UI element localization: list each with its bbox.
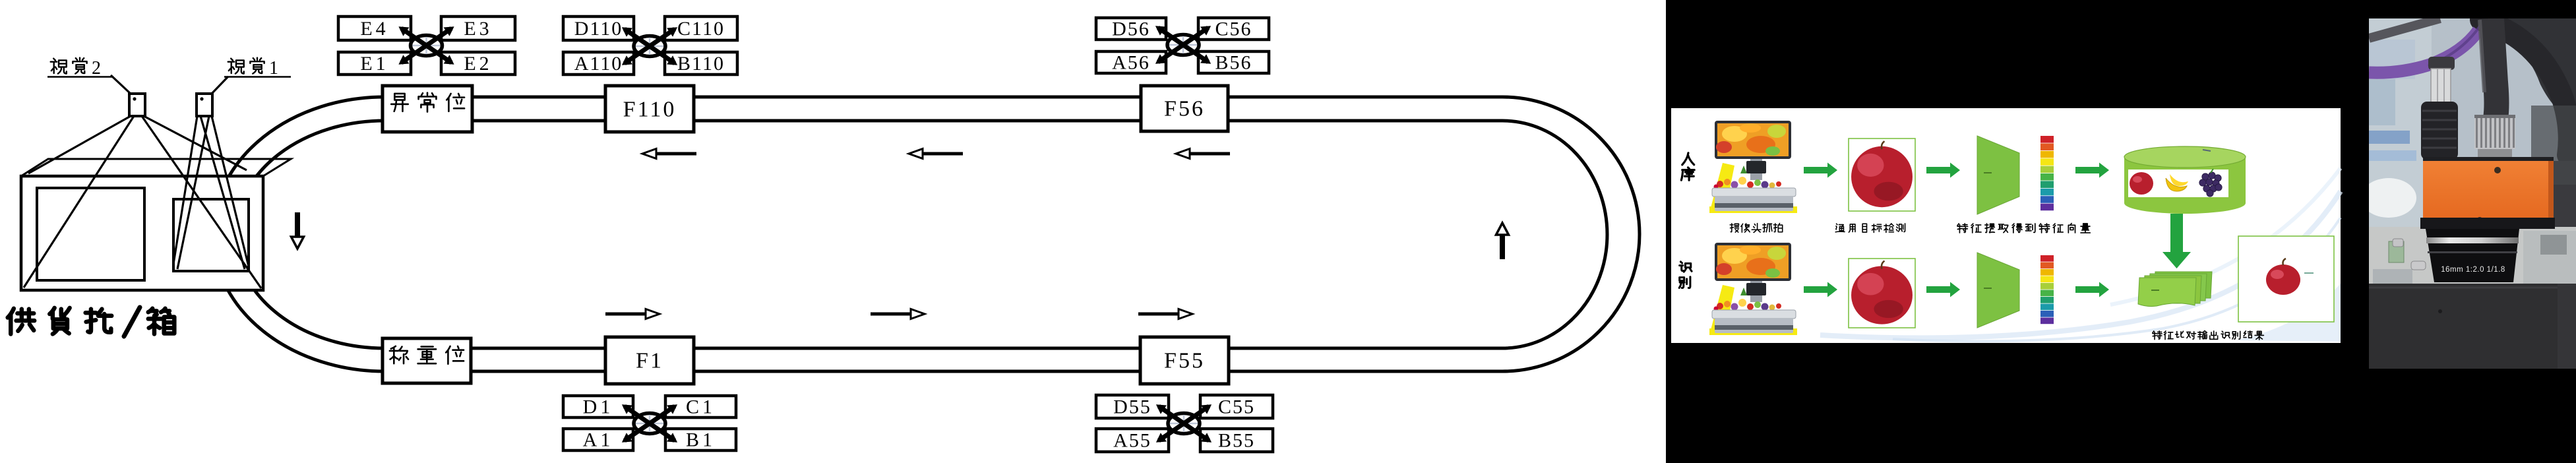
svg-text:B56: B56 bbox=[1215, 52, 1252, 74]
svg-text:F110: F110 bbox=[623, 98, 677, 122]
svg-text:D1: D1 bbox=[583, 396, 614, 418]
svg-text:B1: B1 bbox=[686, 429, 716, 451]
svg-text:2: 2 bbox=[92, 58, 101, 78]
svg-text:E1: E1 bbox=[360, 53, 388, 75]
svg-text:C110: C110 bbox=[677, 18, 725, 40]
svg-text:B55: B55 bbox=[1218, 430, 1255, 452]
svg-text:C1: C1 bbox=[686, 396, 716, 418]
svg-text:D56: D56 bbox=[1112, 18, 1150, 40]
svg-text:D110: D110 bbox=[574, 18, 623, 40]
svg-text:F1: F1 bbox=[636, 349, 663, 373]
svg-text:A55: A55 bbox=[1113, 430, 1151, 452]
svg-text:F55: F55 bbox=[1164, 349, 1205, 373]
svg-text:C55: C55 bbox=[1218, 396, 1255, 418]
svg-text:E3: E3 bbox=[464, 18, 492, 40]
svg-text:16mm 1:2.0 1/1.8: 16mm 1:2.0 1/1.8 bbox=[2441, 266, 2505, 274]
svg-text:F56: F56 bbox=[1164, 97, 1205, 121]
svg-text:D55: D55 bbox=[1113, 396, 1151, 418]
svg-text:E4: E4 bbox=[360, 18, 388, 40]
svg-text:B110: B110 bbox=[677, 53, 725, 75]
svg-text:1: 1 bbox=[269, 58, 278, 78]
svg-text:A110: A110 bbox=[574, 53, 623, 75]
svg-text:A1: A1 bbox=[583, 429, 614, 451]
svg-text:A56: A56 bbox=[1112, 52, 1150, 74]
svg-text:E2: E2 bbox=[464, 53, 492, 75]
svg-text:C56: C56 bbox=[1215, 18, 1252, 40]
